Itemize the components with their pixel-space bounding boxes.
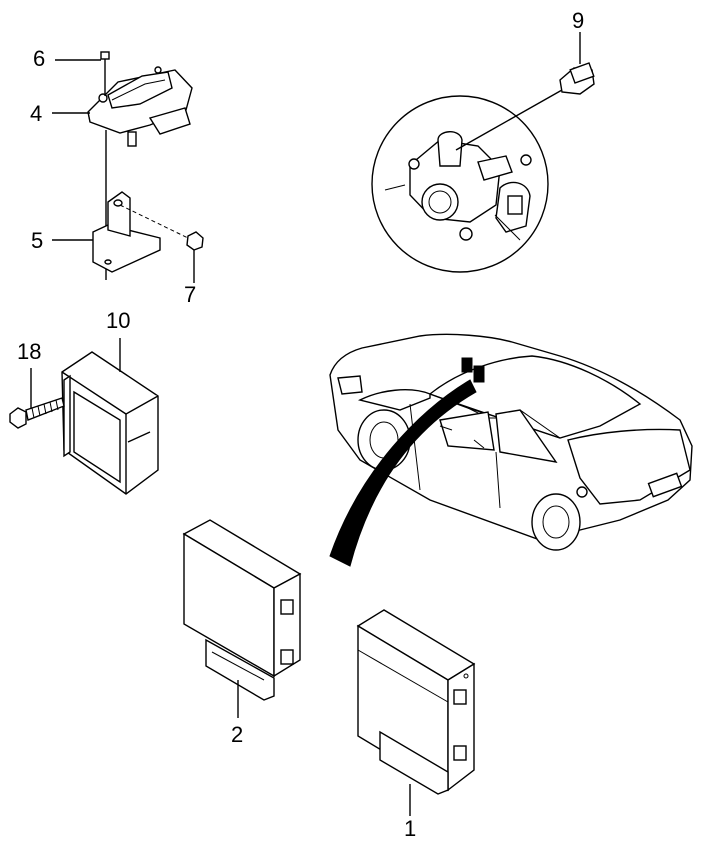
bolt-part-6 — [100, 51, 110, 96]
callout-2: 2 — [231, 722, 244, 747]
bracket-part-5 — [92, 191, 161, 273]
callout-4: 4 — [30, 101, 43, 126]
car-illustration — [329, 333, 693, 551]
callout-9: 9 — [572, 8, 585, 33]
callout-7: 7 — [184, 282, 197, 307]
screw-part-18 — [9, 368, 65, 429]
callout-5: 5 — [31, 228, 44, 253]
module-part-1 — [356, 609, 476, 816]
callout-1: 1 — [404, 816, 417, 841]
nut-part-7 — [119, 204, 204, 251]
sensor-body-part-4 — [87, 66, 193, 147]
detail-view-part-9 — [371, 32, 595, 273]
location-arrow — [329, 379, 477, 567]
module-part-10 — [61, 338, 159, 495]
callout-10: 10 — [106, 308, 131, 333]
callout-18: 18 — [17, 339, 42, 364]
module-part-2 — [182, 519, 302, 718]
callout-6: 6 — [33, 46, 46, 71]
sensor-assembly — [52, 51, 204, 283]
